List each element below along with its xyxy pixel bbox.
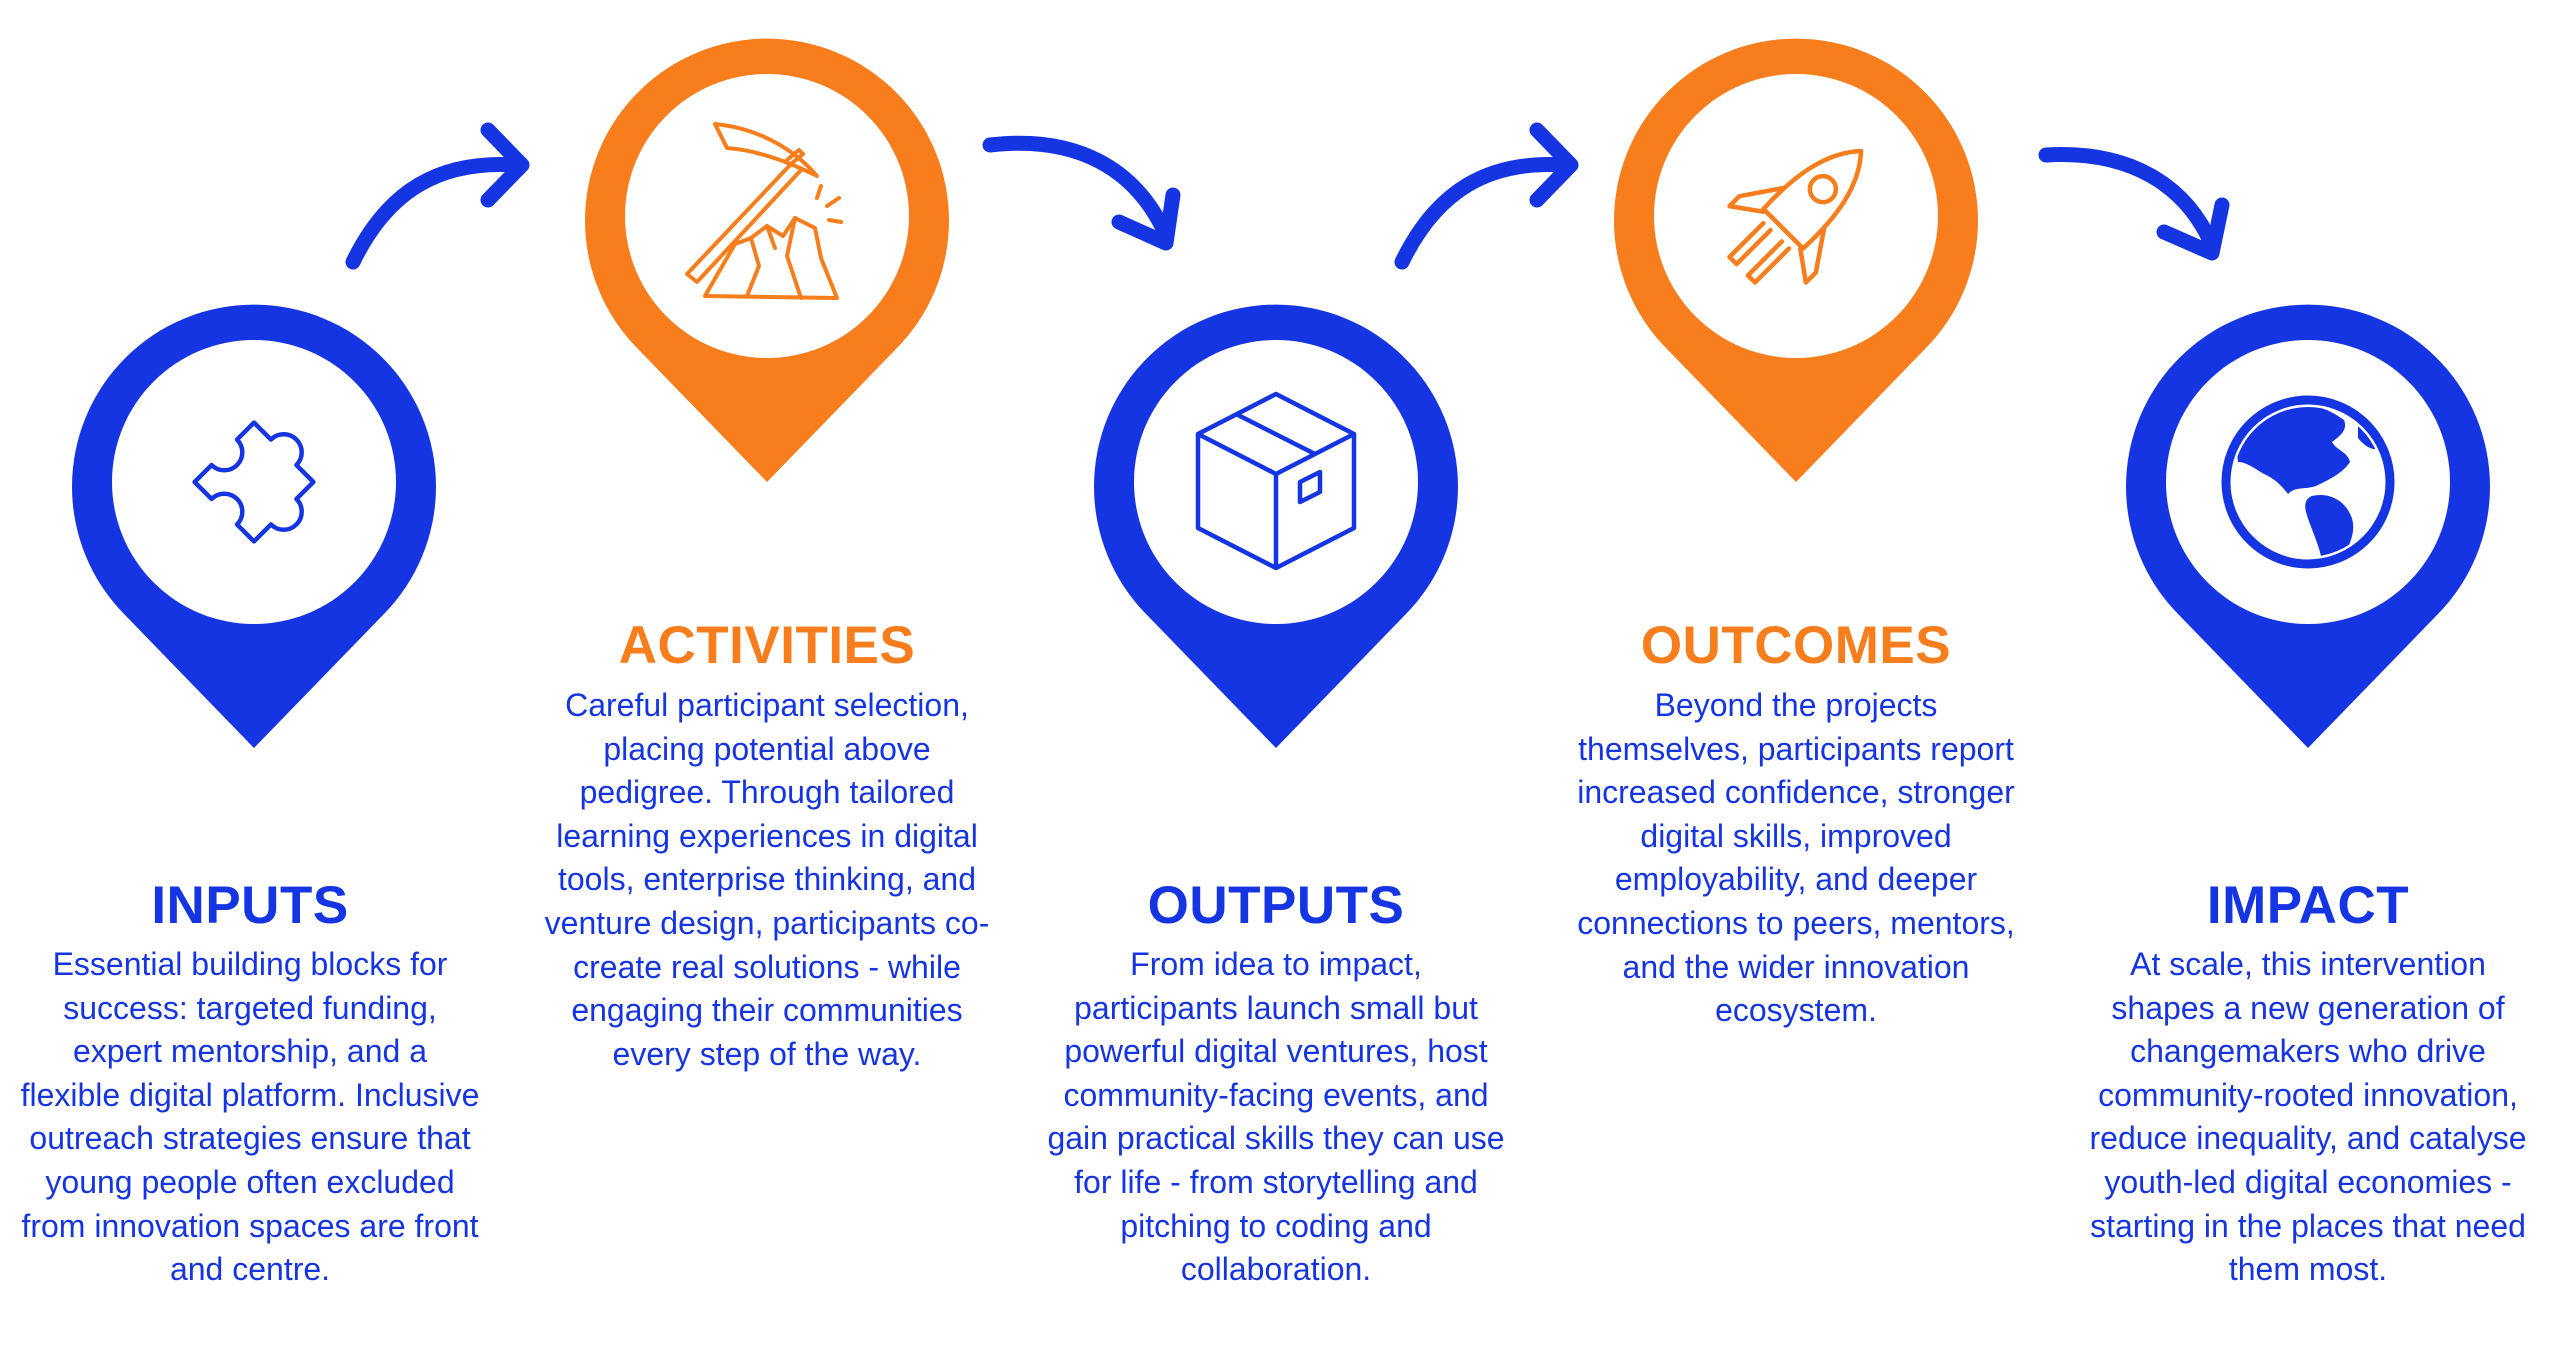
stage-description: From idea to impact, participants launch… <box>1047 946 1505 1288</box>
pin-marker <box>72 300 437 748</box>
stage-description: Careful participant selection, placing p… <box>544 687 990 1072</box>
box-icon <box>1176 382 1376 582</box>
globe-icon <box>2208 382 2408 582</box>
stage-title: OUTPUTS <box>1147 876 1405 935</box>
stage-title: INPUTS <box>151 876 349 935</box>
stage-description: Essential building blocks for success: t… <box>20 946 480 1288</box>
rocket-icon <box>1696 116 1896 316</box>
puzzle-piece-icon <box>154 382 354 582</box>
pin-marker <box>1614 34 1978 483</box>
stage-description: Beyond the projects themselves, particip… <box>1577 687 2015 1029</box>
stage-title: IMPACT <box>2206 876 2410 935</box>
stage-description: At scale, this intervention shapes a new… <box>2089 946 2527 1288</box>
pickaxe-icon <box>667 116 867 316</box>
stage-title: OUTCOMES <box>1640 616 1952 675</box>
pin-marker <box>585 34 949 483</box>
stage-title: ACTIVITIES <box>618 616 916 675</box>
